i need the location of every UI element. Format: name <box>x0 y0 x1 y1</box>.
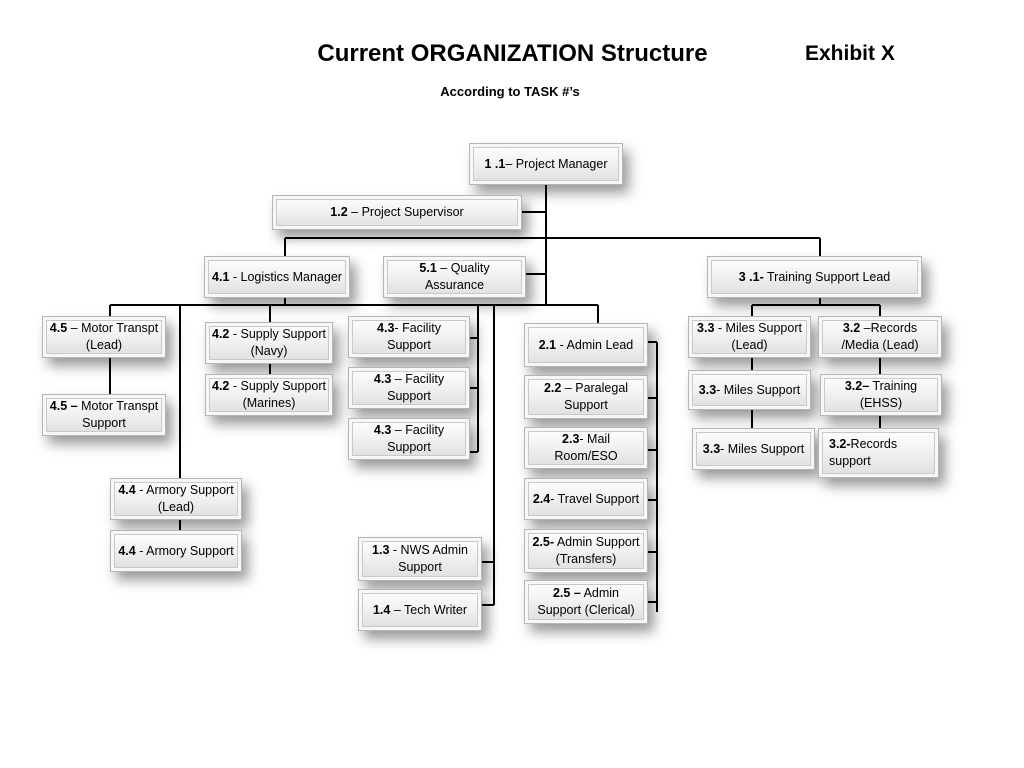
page-subtitle: According to TASK #’s <box>440 84 580 99</box>
node-miles-support-2: 3.3- Miles Support <box>688 370 811 410</box>
node-mail-room: 2.3- Mail Room/ESO <box>524 427 648 469</box>
node-training-ehss: 3.2– Training (EHSS) <box>820 374 942 416</box>
node-admin-support-transfers: 2.5- Admin Support (Transfers) <box>524 529 648 573</box>
node-logistics-manager: 4.1 - Logistics Manager <box>204 256 350 298</box>
node-supply-support-navy: 4.2 - Supply Support (Navy) <box>205 322 333 364</box>
node-facility-support-2: 4.3 – Facility Support <box>348 367 470 409</box>
node-admin-lead: 2.1 - Admin Lead <box>524 323 648 367</box>
node-facility-support-3: 4.3 – Facility Support <box>348 418 470 460</box>
node-records-support: 3.2-Records support <box>818 428 939 478</box>
node-training-support-lead: 3 .1- Training Support Lead <box>707 256 922 298</box>
node-project-supervisor: 1.2 – Project Supervisor <box>272 195 522 230</box>
node-armory-support: 4.4 - Armory Support <box>110 530 242 572</box>
node-miles-support-3: 3.3- Miles Support <box>692 428 815 470</box>
node-admin-support-clerical: 2.5 – Admin Support (Clerical) <box>524 580 648 624</box>
node-tech-writer: 1.4 – Tech Writer <box>358 589 482 631</box>
node-supply-support-marines: 4.2 - Supply Support (Marines) <box>205 374 333 416</box>
node-facility-support-1: 4.3- Facility Support <box>348 316 470 358</box>
node-quality-assurance: 5.1 – Quality Assurance <box>383 256 526 298</box>
node-travel-support: 2.4- Travel Support <box>524 478 648 520</box>
node-motor-transpt-support: 4.5 – Motor Transpt Support <box>42 394 166 436</box>
node-motor-transpt-lead: 4.5 – Motor Transpt (Lead) <box>42 316 166 358</box>
node-miles-support-lead: 3.3 - Miles Support (Lead) <box>688 316 811 358</box>
page-title: Current ORGANIZATION Structure <box>317 40 708 67</box>
node-records-media-lead: 3.2 –Records /Media (Lead) <box>818 316 942 358</box>
node-nws-admin-support: 1.3 - NWS Admin Support <box>358 537 482 581</box>
node-project-manager: 1 .1– Project Manager <box>469 143 623 185</box>
exhibit-label: Exhibit X <box>805 42 895 65</box>
node-paralegal-support: 2.2 – Paralegal Support <box>524 375 648 419</box>
node-armory-support-lead: 4.4 - Armory Support (Lead) <box>110 478 242 520</box>
